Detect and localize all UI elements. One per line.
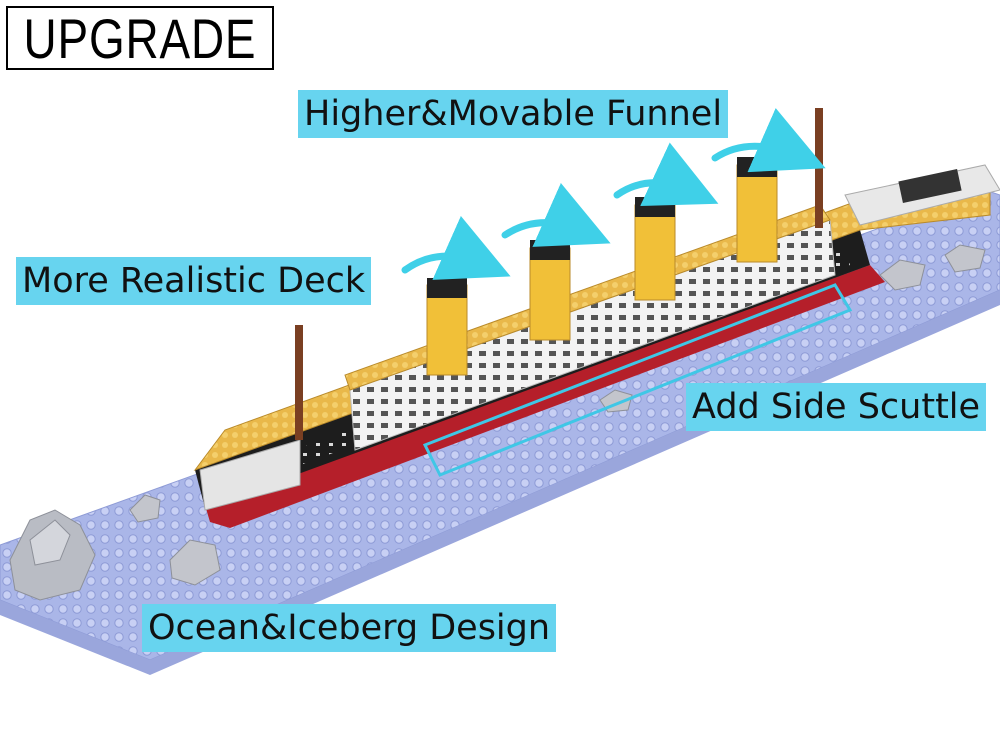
funnel-3 — [634, 197, 676, 301]
funnel-arrow-icon — [401, 215, 511, 280]
ocean-label: Ocean&Iceberg Design — [142, 604, 557, 652]
upgrade-text: UPGRADE — [23, 6, 257, 70]
funnel-4 — [736, 157, 778, 263]
funnel-2 — [529, 240, 571, 341]
funnel-1 — [426, 278, 468, 376]
iceberg-large — [9, 509, 96, 601]
scuttle-label: Add Side Scuttle — [686, 383, 987, 431]
funnel-arrow-icon — [501, 182, 611, 247]
mast-rear — [815, 108, 823, 228]
mast-front — [295, 325, 303, 440]
funnel-arrow-icon — [613, 142, 719, 207]
iceberg-small — [129, 244, 986, 586]
bow-section — [199, 439, 301, 511]
funnel-label: Higher&Movable Funnel — [298, 90, 729, 138]
deck-label: More Realistic Deck — [16, 257, 372, 305]
upgrade-badge: UPGRADE — [6, 6, 274, 70]
funnel-arrow-icons — [401, 108, 826, 280]
stern-cabin — [898, 169, 962, 203]
funnel-arrow-icon — [711, 108, 826, 173]
scuttle-highlight-frame — [422, 283, 853, 477]
